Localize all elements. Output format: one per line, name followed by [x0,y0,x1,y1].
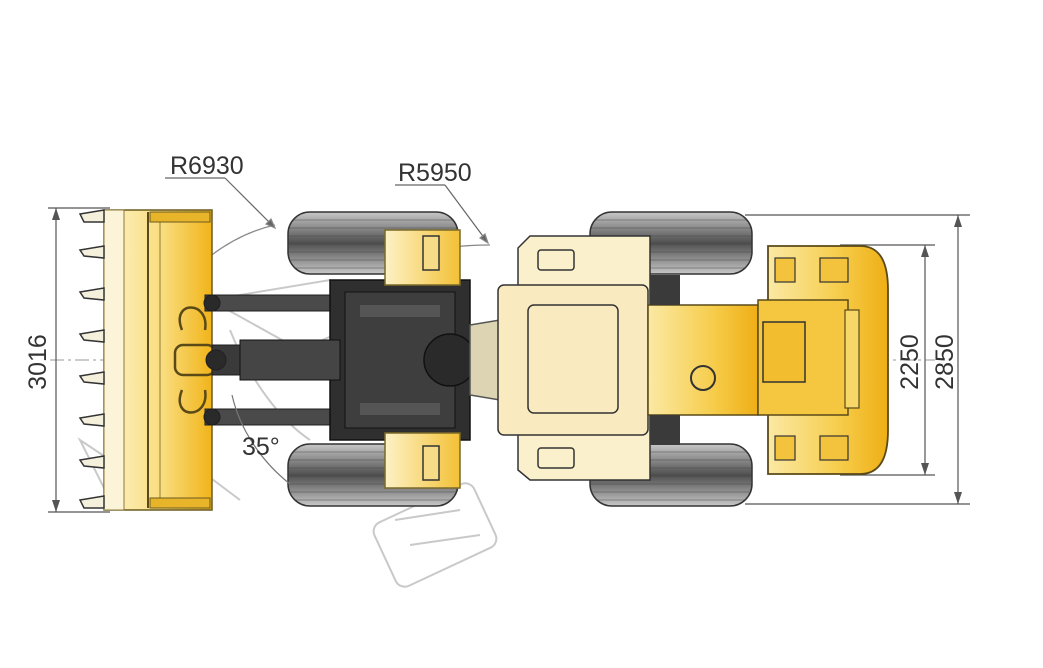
front-right-mudguard [384,432,461,489]
dimension-body-width [745,214,970,505]
body-width-label: 2850 [931,334,959,390]
articulation-angle-label: 35° [242,433,280,461]
radius-outer-leader [224,177,276,229]
articulation-joint [469,319,501,401]
radius-inner-leader [444,184,489,244]
bucket [78,209,217,511]
tread-width-label: 2250 [896,334,924,390]
articulation-angle-arc [231,394,291,485]
radius-inner-label: R5950 [398,159,472,187]
dimension-tread-width [840,244,935,476]
fuel-cap-icon [690,365,716,391]
engine-hood [757,245,889,475]
front-frame [239,279,477,441]
cab [497,235,651,481]
overall-width-label: 3016 [24,334,52,390]
dimension-overall-width [48,207,110,513]
radius-outer-label: R6930 [170,152,244,180]
front-left-mudguard [384,229,461,286]
rear-frame [647,275,759,445]
bucket-teeth [78,209,105,509]
